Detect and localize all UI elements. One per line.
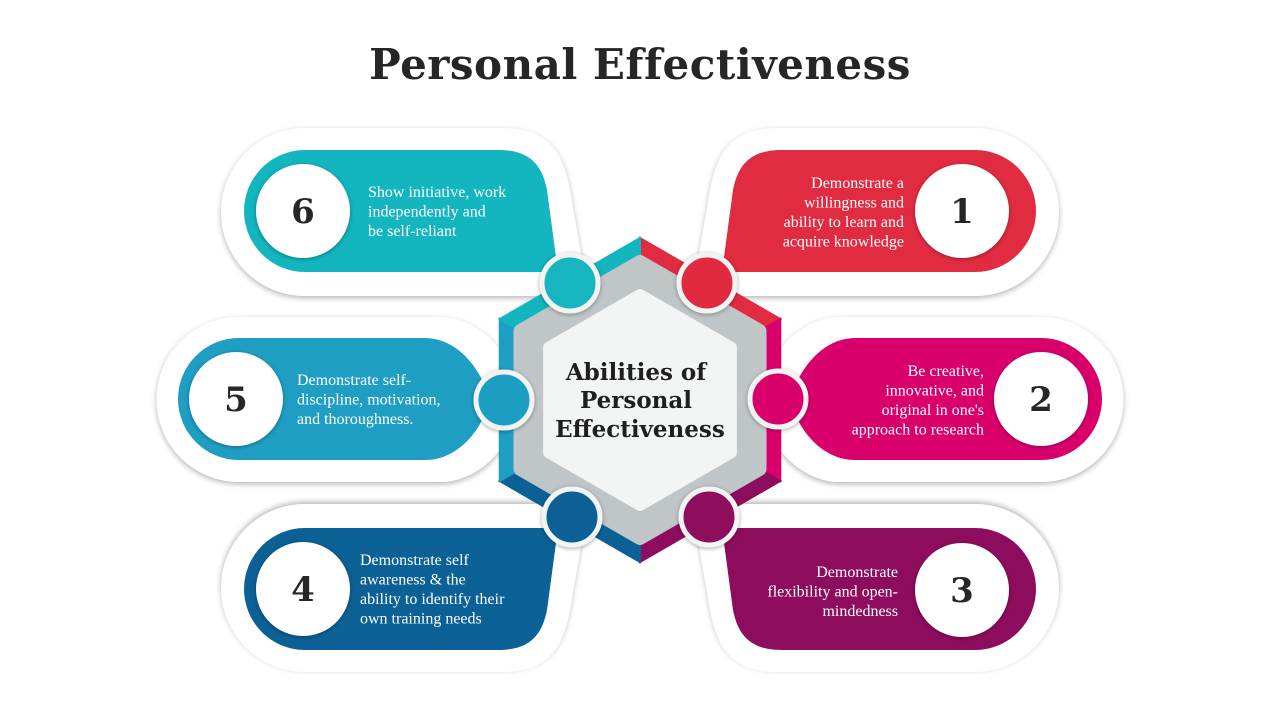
number-circle	[915, 543, 1009, 637]
number-badge-6: 6	[256, 164, 350, 258]
number-circle	[994, 352, 1088, 446]
hex-inner	[543, 289, 737, 511]
number-circle	[256, 542, 350, 636]
connector-dot	[676, 252, 738, 314]
connector-dots	[473, 252, 809, 548]
item-number: 4	[291, 570, 315, 610]
item-number: 6	[291, 192, 315, 232]
connector-dot	[541, 486, 603, 548]
number-circle	[915, 164, 1009, 258]
connector-dot	[678, 486, 740, 548]
number-circle	[256, 164, 350, 258]
item-number: 2	[1029, 380, 1053, 420]
number-badge-4: 4	[256, 542, 350, 636]
item-number: 5	[224, 380, 248, 420]
item-number: 1	[950, 192, 974, 232]
number-badge-2: 2	[994, 352, 1088, 446]
number-badge-3: 3	[915, 543, 1009, 637]
connector-dot	[473, 369, 535, 431]
slide-title: Personal Effectiveness	[369, 40, 911, 89]
connector-dot	[539, 252, 601, 314]
item-description-5: Demonstrate self-discipline, motivation,…	[297, 372, 441, 428]
number-badge-1: 1	[915, 164, 1009, 258]
center-label: Abilities of Personal Effectiveness	[555, 359, 725, 443]
number-circle	[189, 352, 283, 446]
connector-dot	[747, 368, 809, 430]
item-number: 3	[950, 571, 974, 611]
number-badge-5: 5	[189, 352, 283, 446]
